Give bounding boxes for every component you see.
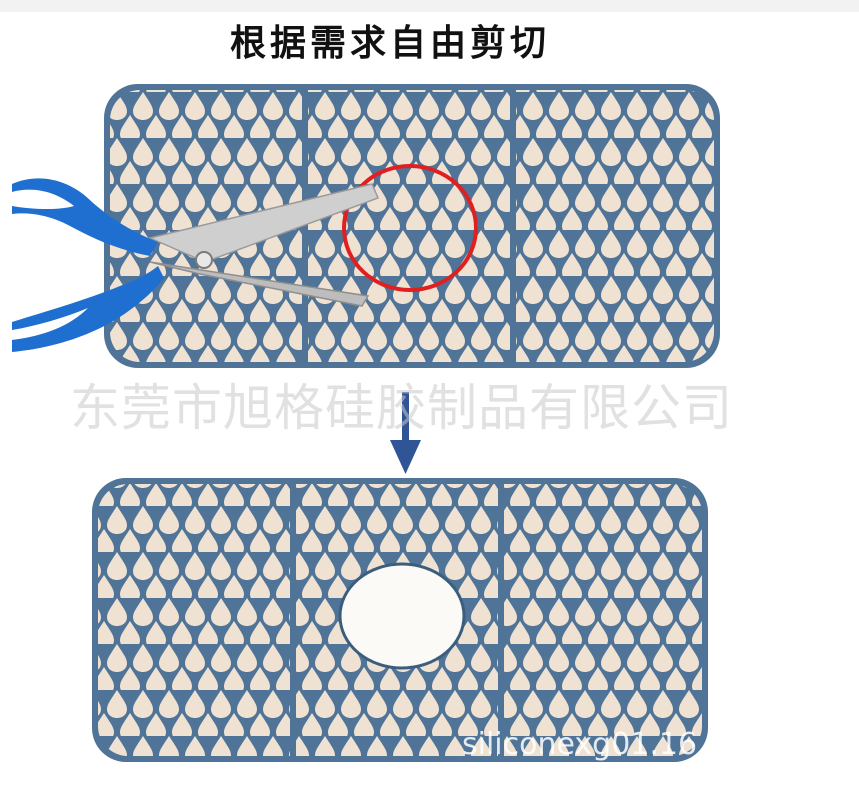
- top-strip: [0, 0, 859, 12]
- watermark: 东莞市旭格硅胶制品有限公司: [70, 379, 733, 437]
- cut-hole: [338, 562, 466, 670]
- arrow-down-icon: [390, 392, 421, 474]
- headline: 根据需求自由剪切: [229, 22, 550, 64]
- scissors-icon: [12, 178, 380, 352]
- watermark-url: siliconexg01.16: [462, 727, 698, 762]
- red-circle-icon: [342, 164, 478, 292]
- mat-after-cut: [92, 478, 708, 762]
